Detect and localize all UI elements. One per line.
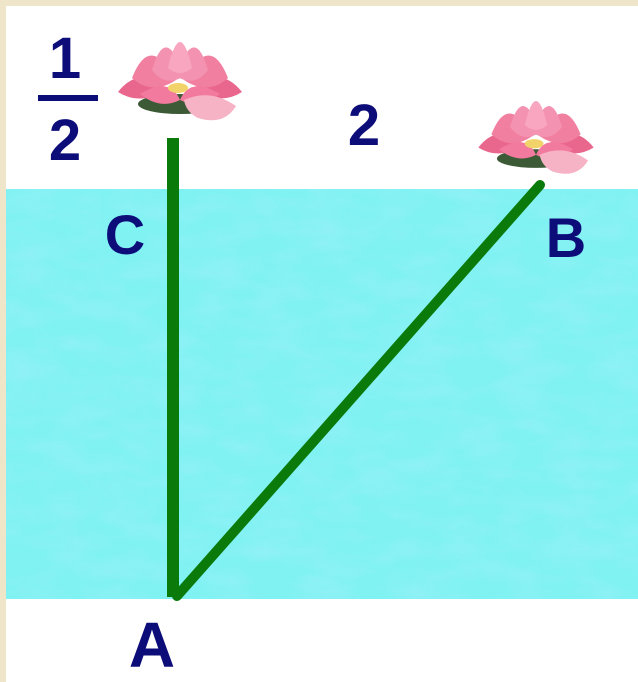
point-a-label: A: [129, 609, 175, 681]
stem-slanted-ab: [172, 180, 545, 601]
fraction-bar: [38, 95, 98, 101]
water-area: [6, 189, 638, 599]
distance-label: 2: [348, 93, 380, 158]
point-c-label: C: [105, 203, 145, 266]
point-b-label: B: [546, 206, 586, 269]
fraction-numerator: 1: [49, 26, 81, 91]
fraction-denominator: 2: [49, 108, 81, 173]
